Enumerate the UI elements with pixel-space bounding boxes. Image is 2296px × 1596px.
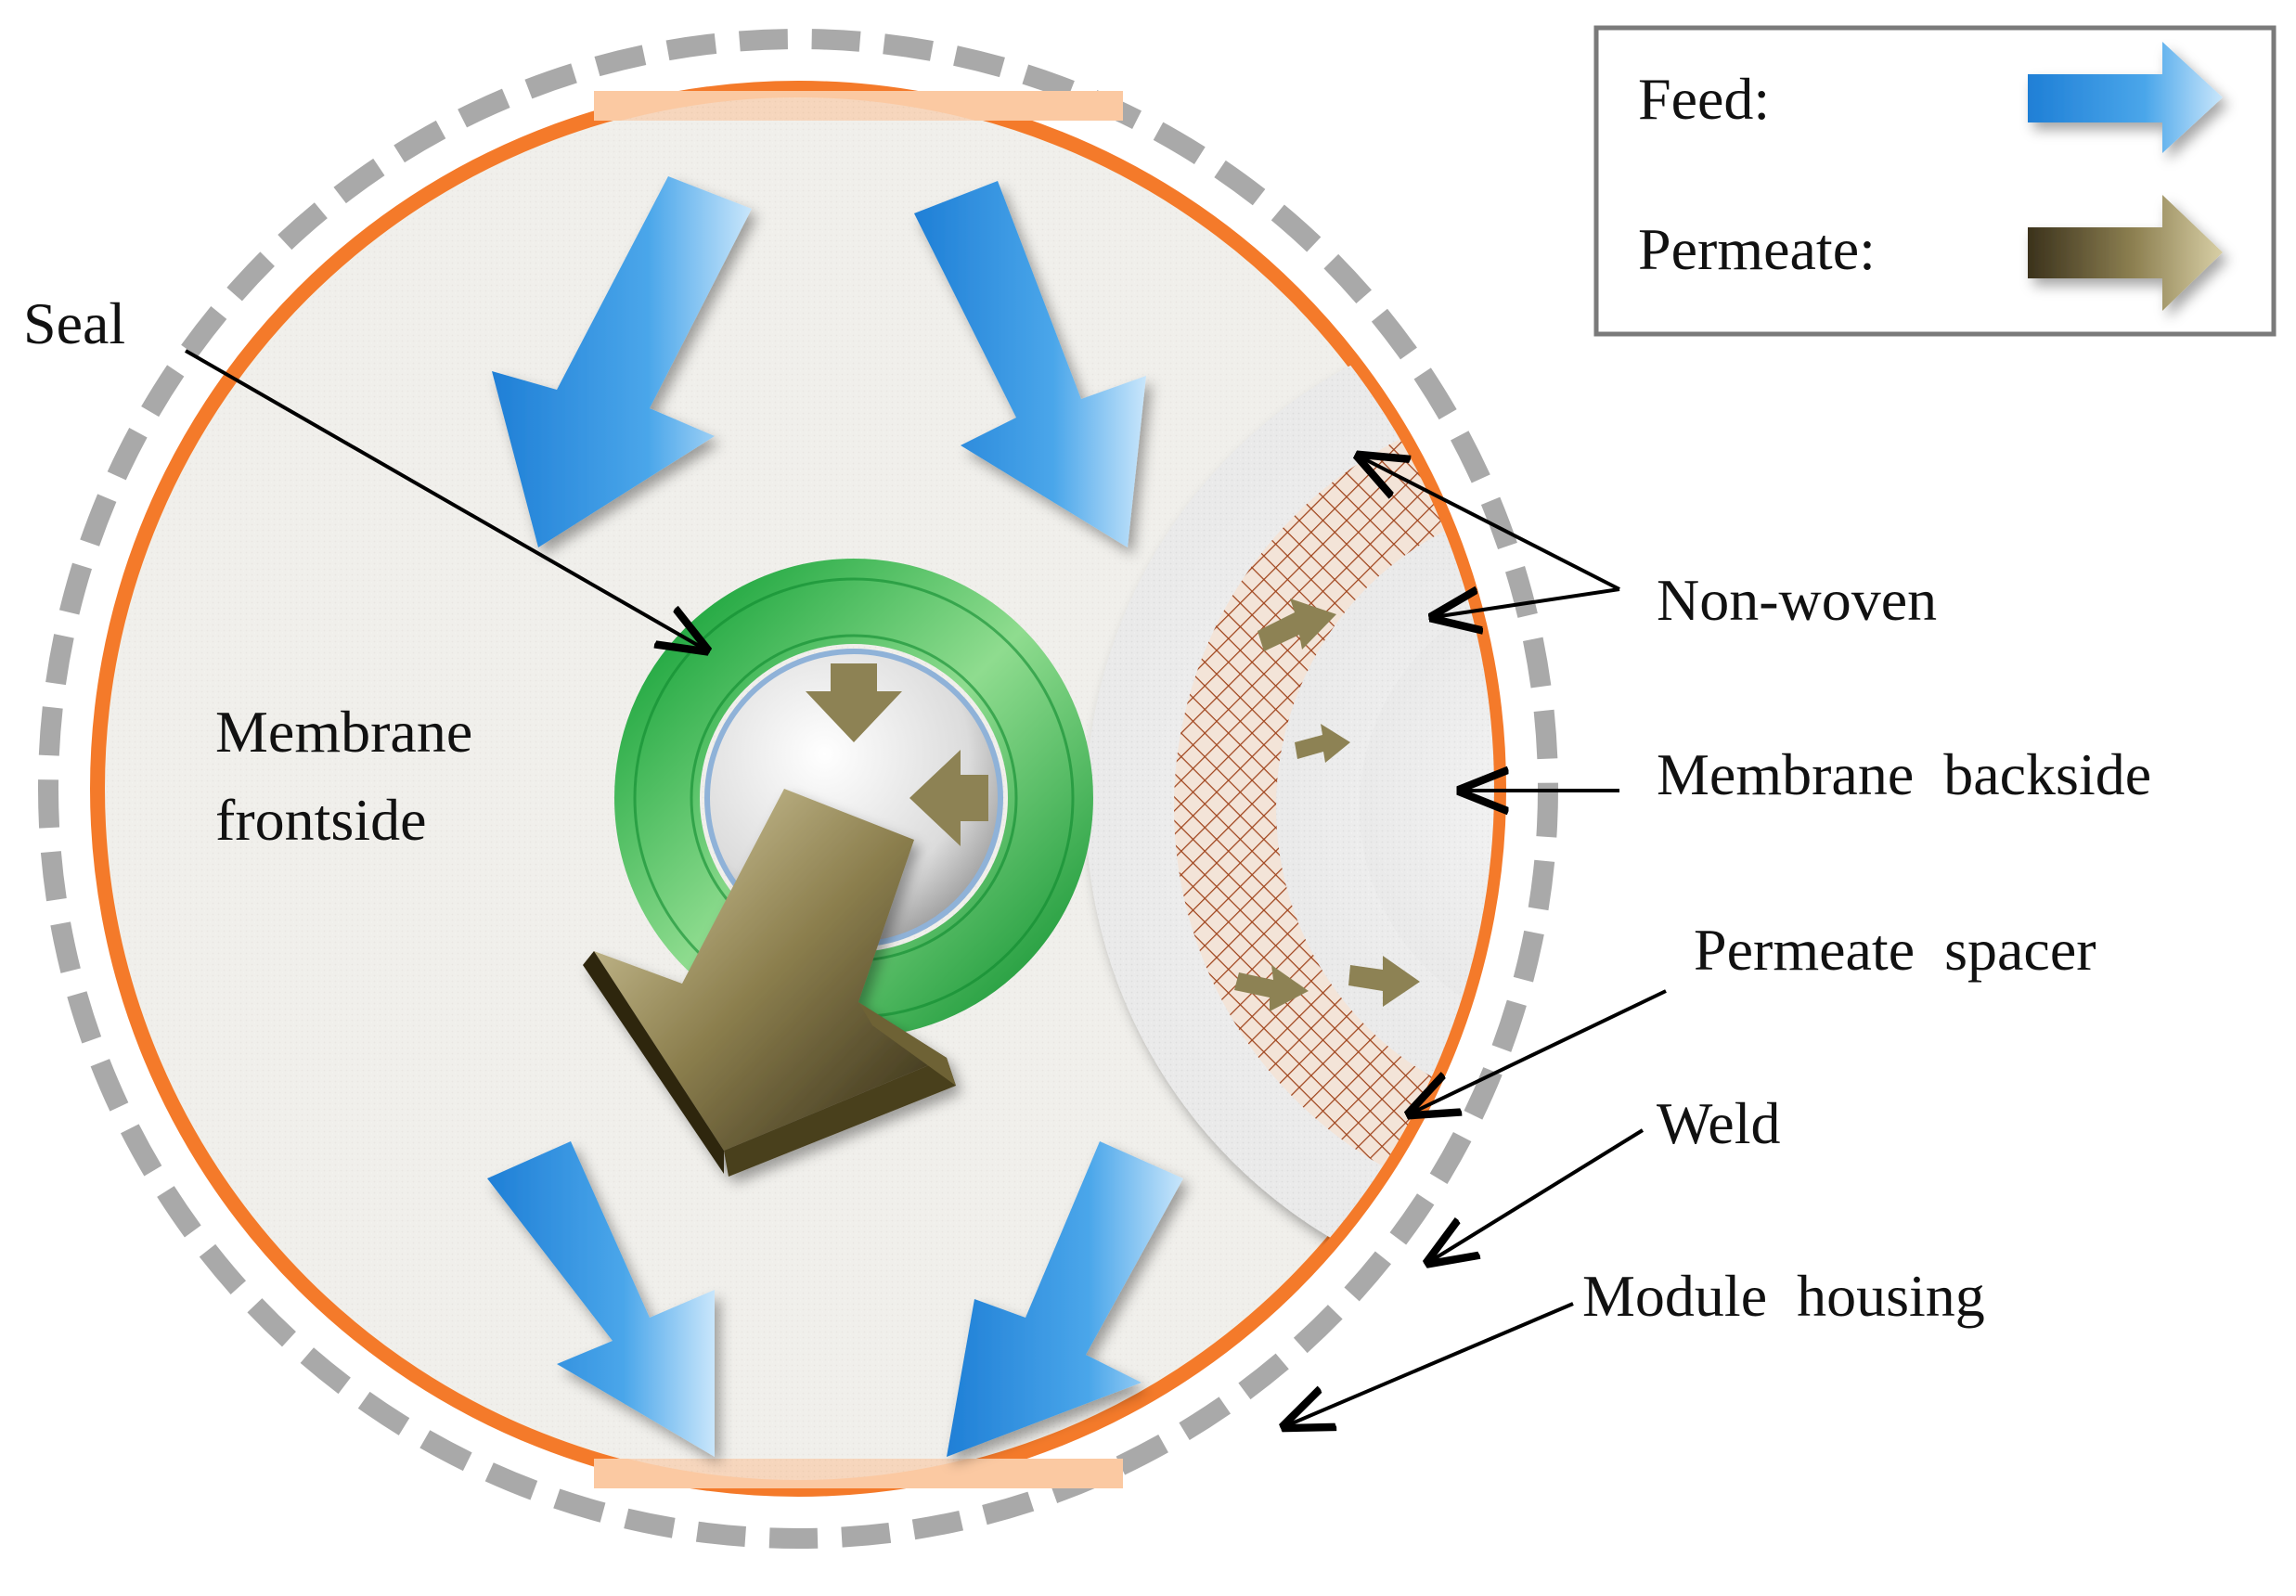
cutaway-section xyxy=(1086,186,1494,1392)
leader-lines xyxy=(185,349,1667,1426)
feed-arrow-top-right xyxy=(914,181,1146,547)
membrane-frontside-label-line2: frontside xyxy=(215,787,427,853)
non-woven-label: Non-woven xyxy=(1657,567,1937,633)
tube-permeate-arrows xyxy=(806,663,988,846)
permeate-spacer-label: Permeate spacer xyxy=(1694,917,2096,983)
legend-feed-label: Feed: xyxy=(1638,66,1770,132)
weld-leader xyxy=(1429,1128,1645,1262)
feed-arrow-top-left xyxy=(492,176,752,547)
seal-leader xyxy=(185,349,705,650)
spacer-permeate-arrows xyxy=(1234,598,1420,1011)
permeate-spacer-leader xyxy=(1411,989,1667,1113)
feed-arrow-bottom-right xyxy=(947,1141,1183,1457)
non-woven-leader-inner xyxy=(1434,589,1620,617)
weld-label: Weld xyxy=(1657,1090,1780,1156)
module-housing-leader xyxy=(1285,1302,1574,1426)
legend: Feed: Permeate: xyxy=(1593,25,2277,337)
seal-label: Seal xyxy=(23,290,125,356)
module-housing-label: Module housing xyxy=(1582,1263,1985,1329)
feed-arrow-bottom-left xyxy=(487,1141,715,1457)
legend-feed-arrow xyxy=(2028,42,2223,153)
membrane-frontside-label-line1: Membrane xyxy=(215,699,472,765)
legend-permeate-label: Permeate: xyxy=(1638,216,1876,282)
membrane-backside-label: Membrane backside xyxy=(1657,741,2151,807)
big-permeate-arrow xyxy=(583,789,956,1177)
feed-arrows xyxy=(487,176,1183,1457)
non-woven-leader-outer xyxy=(1360,457,1620,591)
legend-permeate-arrow xyxy=(2028,195,2223,311)
